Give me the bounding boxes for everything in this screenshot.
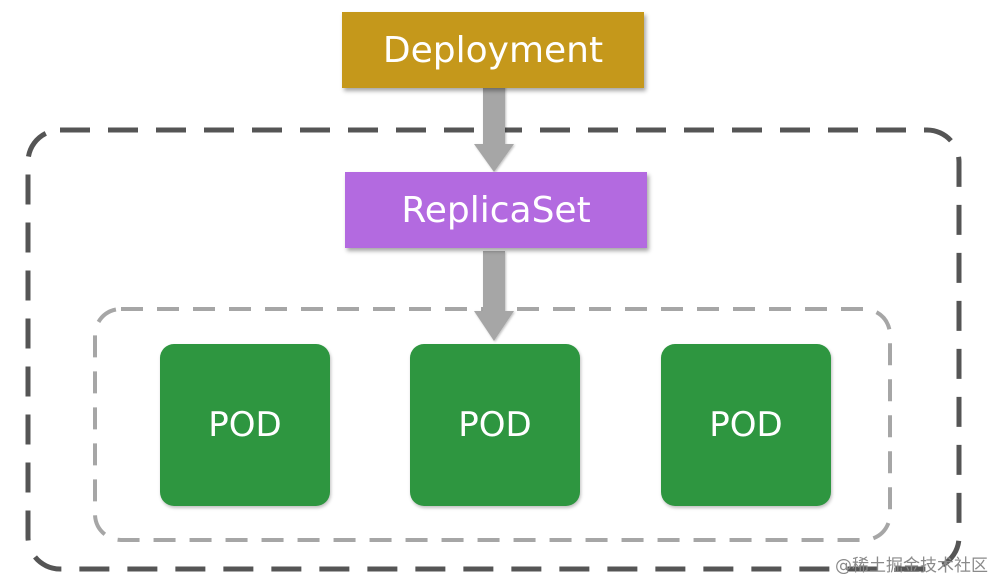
pod-box-1: POD — [160, 344, 330, 506]
arrow-replicaset-to-pods — [474, 251, 514, 341]
arrow-deployment-to-replicaset — [474, 86, 514, 172]
replicaset-box: ReplicaSet — [345, 172, 647, 248]
watermark: @稀土掘金技术社区 — [835, 556, 988, 576]
pod-box-3: POD — [661, 344, 831, 506]
deployment-box: Deployment — [342, 12, 644, 88]
deployment-label: Deployment — [382, 29, 604, 71]
pod-label: POD — [208, 405, 282, 445]
pod-label: POD — [458, 405, 532, 445]
pod-label: POD — [709, 405, 783, 445]
pod-box-2: POD — [410, 344, 580, 506]
replicaset-label: ReplicaSet — [401, 189, 591, 231]
